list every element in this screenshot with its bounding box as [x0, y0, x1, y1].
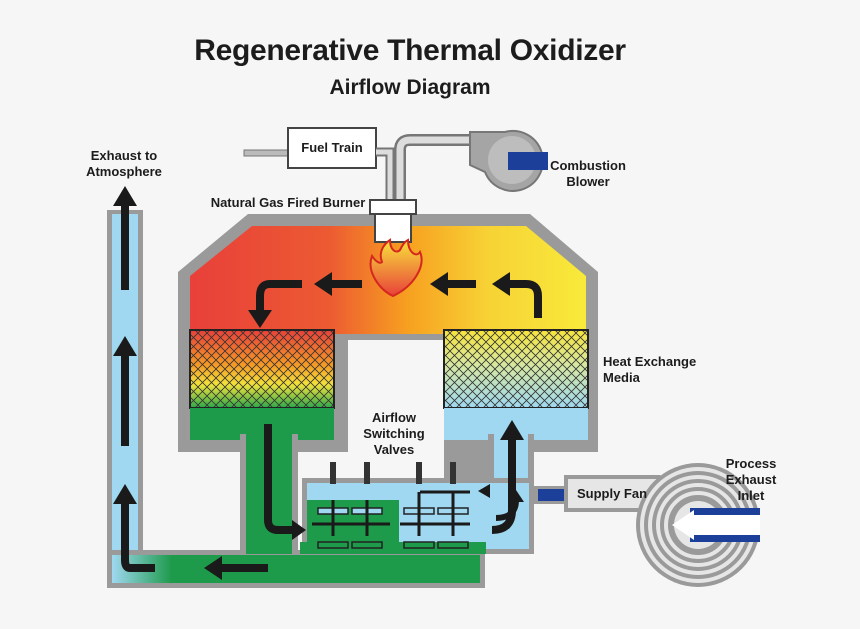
outlet-duct — [107, 550, 485, 588]
heat-exchange-media-label-line1: Heat Exchange — [603, 354, 697, 369]
exhaust-label: Exhaust to Atmosphere — [76, 148, 172, 180]
right-heat-exchange-media — [443, 329, 589, 440]
exhaust-label-line1: Exhaust to — [90, 148, 158, 163]
arrow-left-icon — [430, 272, 476, 296]
switching-valves-label-line2: Switching — [363, 426, 425, 441]
exhaust-label-line2: Atmosphere — [86, 164, 162, 179]
flame-icon — [369, 238, 423, 298]
airflow-switching-valves — [312, 462, 470, 549]
arrow-up-icon — [113, 484, 155, 572]
burner — [369, 199, 423, 298]
diagram-title: Regenerative Thermal Oxidizer — [194, 34, 626, 67]
switching-valves-label-line1: Airflow — [371, 410, 417, 425]
arrow-up-turn-icon — [492, 272, 542, 318]
combustion-blower — [469, 129, 548, 192]
flow-arrows — [113, 186, 542, 580]
supply-fan-housing — [636, 463, 760, 587]
heat-exchange-media-label: Heat Exchange Media — [603, 354, 696, 386]
arrow-up-icon — [113, 336, 137, 446]
burner-label: Natural Gas Fired Burner — [210, 195, 366, 210]
arrow-left-icon — [204, 556, 268, 580]
process-exhaust-inlet-label: Process Exhaust Inlet — [712, 456, 790, 504]
arrow-up-icon — [495, 490, 524, 521]
left-heat-exchange-media — [189, 329, 335, 440]
arrow-left-icon — [478, 484, 490, 498]
process-exhaust-inlet-label-line3: Inlet — [737, 488, 765, 503]
process-exhaust-inlet-label-line2: Exhaust — [725, 472, 777, 487]
arrow-down-icon — [264, 424, 306, 540]
combustion-blower-label: Combustion Blower — [546, 158, 630, 190]
heat-exchange-media-label-line2: Media — [603, 370, 640, 385]
switching-valves-label: Airflow Switching Valves — [352, 410, 436, 458]
arrow-left-icon — [314, 272, 362, 296]
fuel-piping — [243, 127, 480, 200]
combustion-blower-label-line2: Blower — [566, 174, 610, 189]
supply-fan-label: Supply Fan — [576, 486, 648, 501]
fuel-train-label: Fuel Train — [301, 140, 363, 155]
switching-valves-label-line3: Valves — [373, 442, 415, 457]
arrow-up-icon — [113, 186, 137, 290]
diagram-subtitle: Airflow Diagram — [329, 76, 491, 99]
arrow-down-icon — [248, 280, 302, 328]
process-exhaust-inlet-label-line1: Process — [725, 456, 777, 471]
combustion-blower-label-line1: Combustion — [550, 158, 626, 173]
